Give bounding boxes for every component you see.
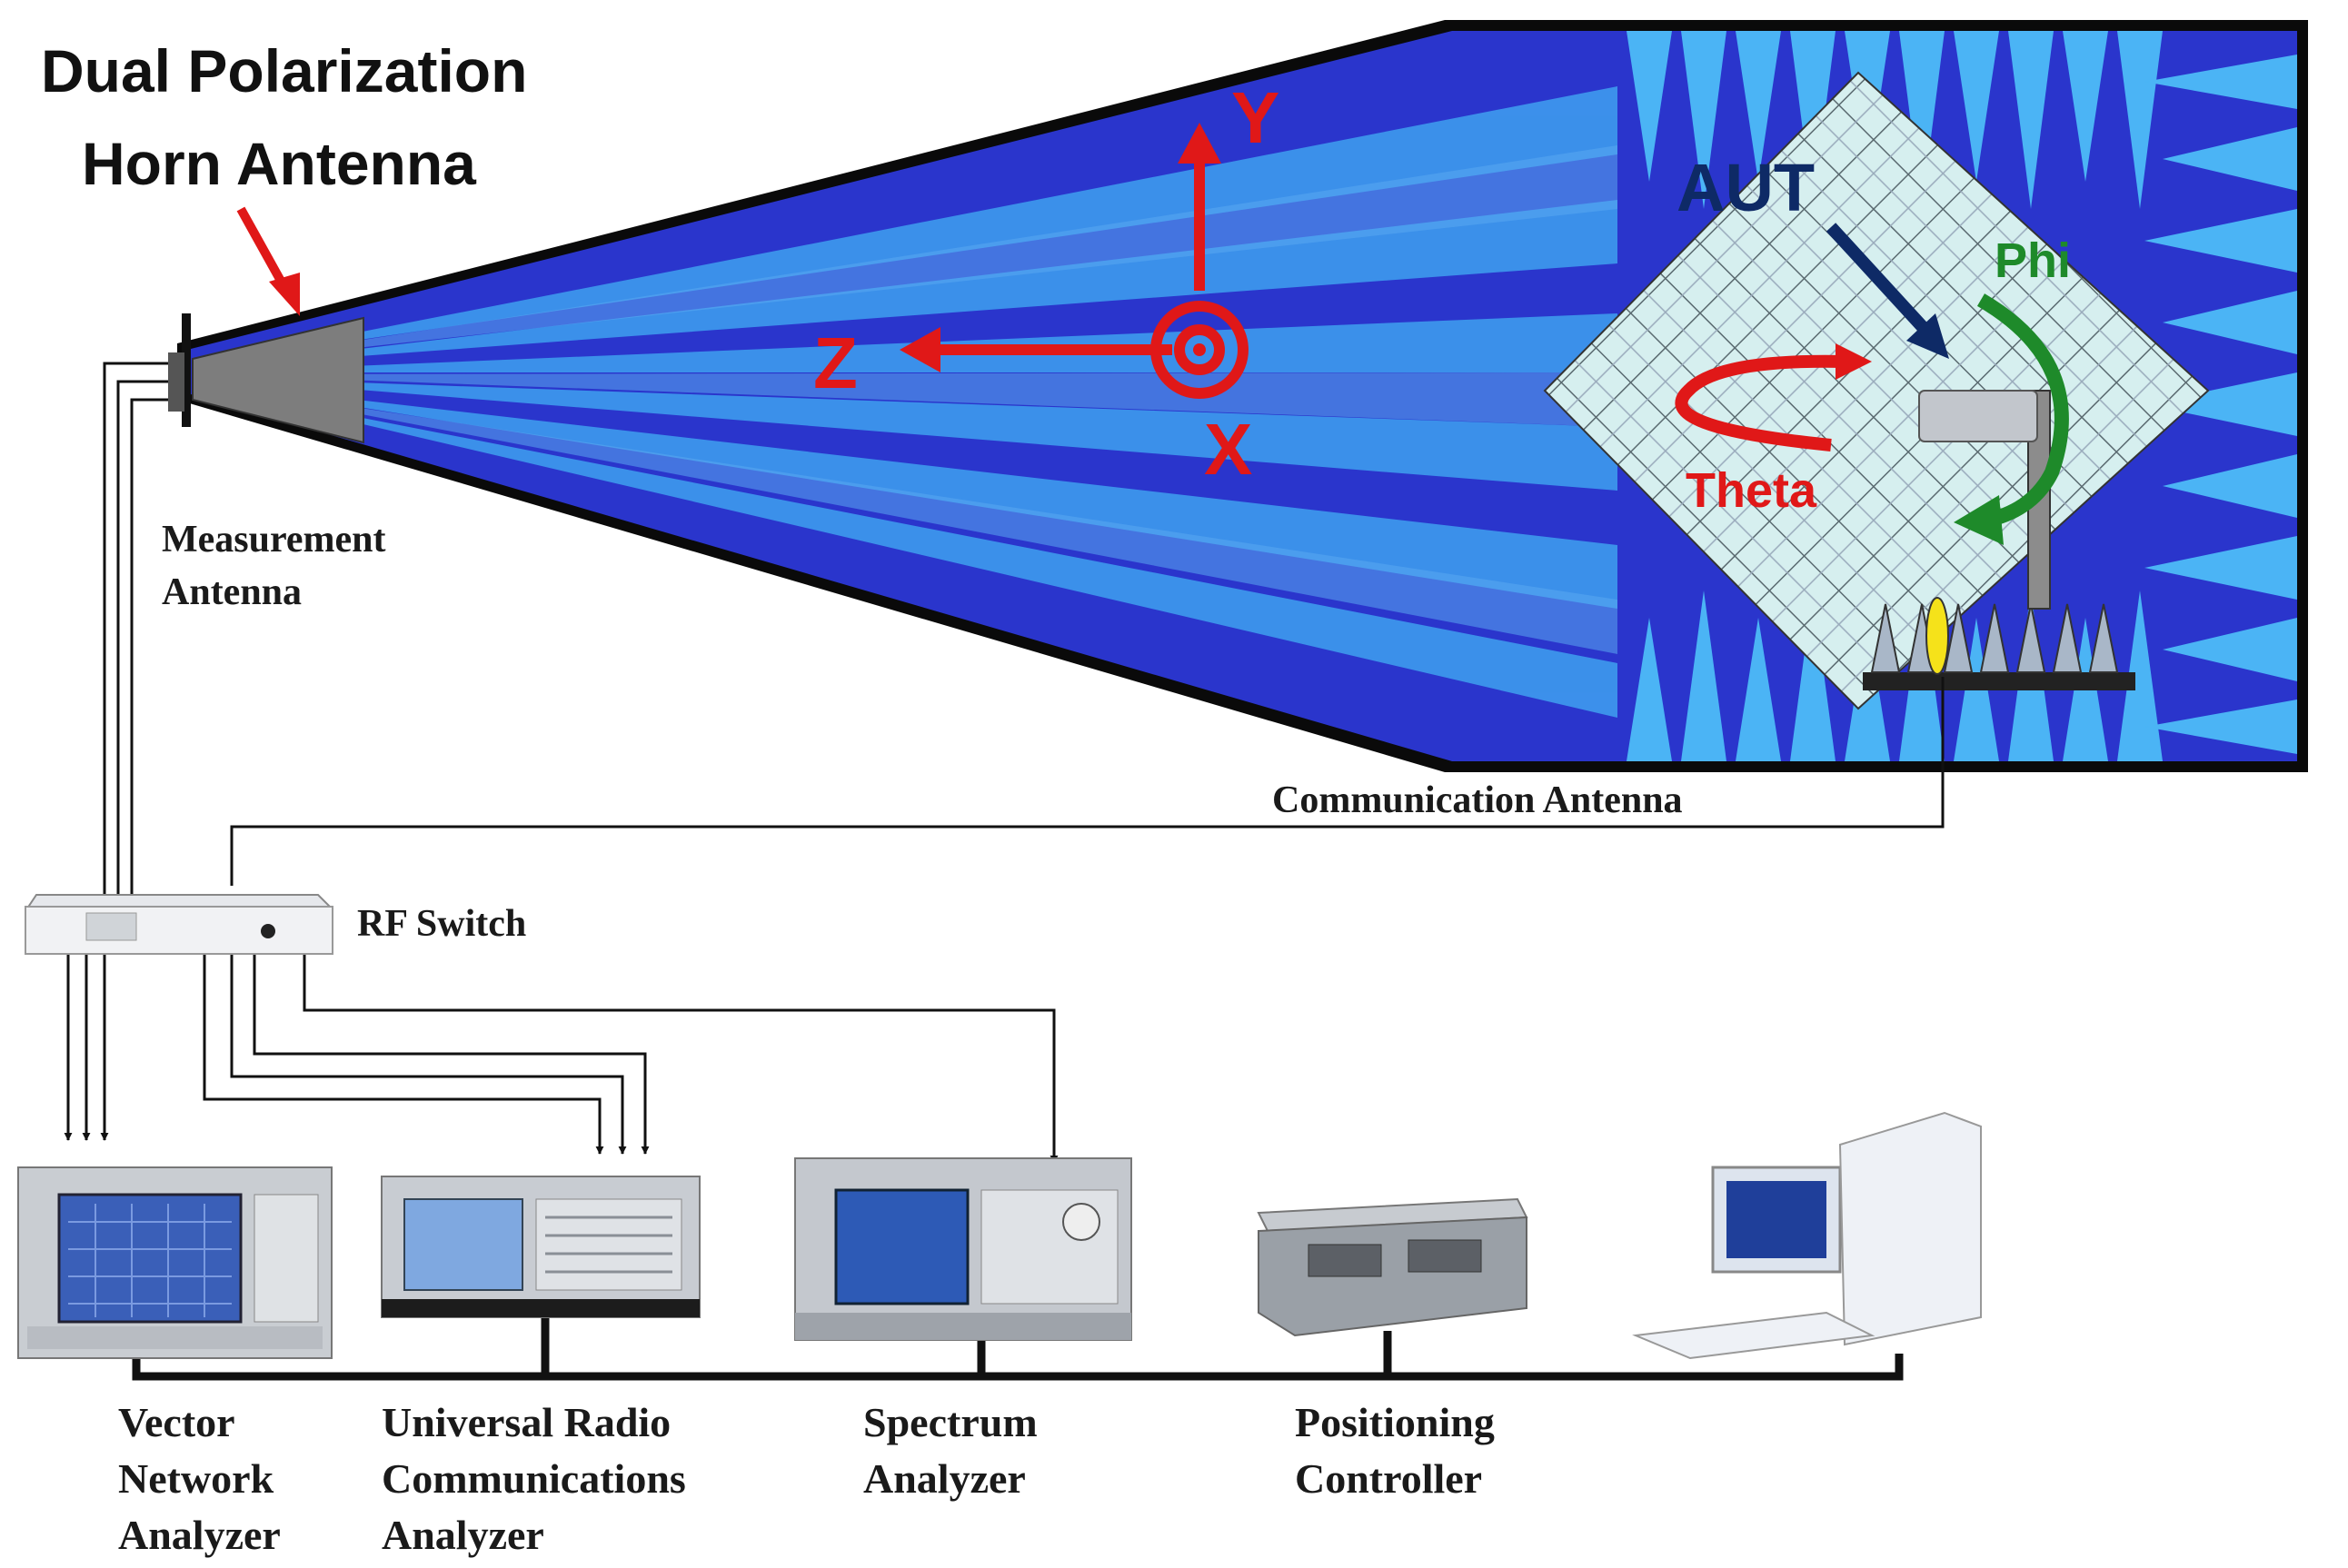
positioning-label-2: Controller <box>1295 1455 1483 1502</box>
control-bus <box>132 1317 1904 1381</box>
aut-grid <box>1543 71 2210 710</box>
urca-label-2: Communications <box>382 1455 686 1502</box>
coordinate-axes <box>936 159 1249 399</box>
rf-switch-device <box>25 894 334 955</box>
measurement-antenna-label-2: Antenna <box>162 571 303 613</box>
theta-label: Theta <box>1686 463 1817 518</box>
positioning-controller-device <box>1257 1197 1528 1337</box>
spectrum-label-1: Spectrum <box>863 1399 1038 1445</box>
vna-label-2: Network <box>118 1455 274 1502</box>
urca-label-1: Universal Radio <box>382 1399 672 1445</box>
title-line-2: Horn Antenna <box>82 130 476 197</box>
title-line-1: Dual Polarization <box>41 37 528 104</box>
communication-antenna-label: Communication Antenna <box>1272 779 1683 821</box>
z-axis-label: Z <box>813 323 858 403</box>
floor-absorbers <box>1863 597 2135 690</box>
rf-switch-label: RF Switch <box>357 903 527 945</box>
y-axis-label: Y <box>1231 77 1280 158</box>
computer-device <box>1632 1111 1982 1360</box>
urca-label-3: Analyzer <box>382 1512 544 1558</box>
cabling <box>64 362 1945 1164</box>
aut-pointer-arrow <box>1826 223 1936 341</box>
x-axis-label: X <box>1204 409 1253 490</box>
anechoic-chamber <box>177 20 2308 772</box>
spectrum-analyzer-device <box>794 1157 1132 1341</box>
radio-communications-analyzer-device <box>381 1176 701 1318</box>
aut-device <box>1918 390 2038 442</box>
vector-network-analyzer-device <box>17 1166 333 1359</box>
horn-antenna <box>168 313 364 444</box>
vna-label-3: Analyzer <box>118 1512 281 1558</box>
horn-pointer-arrow <box>236 206 291 293</box>
phi-rotation-arrow <box>1976 293 2069 527</box>
measurement-antenna-label-1: Measurement <box>162 519 386 561</box>
aut-label: AUT <box>1676 150 1816 225</box>
positioning-label-1: Positioning <box>1295 1399 1495 1445</box>
phi-label: Phi <box>1995 233 2072 288</box>
spectrum-label-2: Analyzer <box>863 1455 1026 1502</box>
absorber-pyramids <box>1627 31 2297 761</box>
theta-rotation-arrow <box>1675 354 1846 452</box>
communication-antenna-element <box>1925 597 1949 675</box>
x-axis-symbol <box>1150 301 1249 399</box>
vna-label-1: Vector <box>118 1399 235 1445</box>
